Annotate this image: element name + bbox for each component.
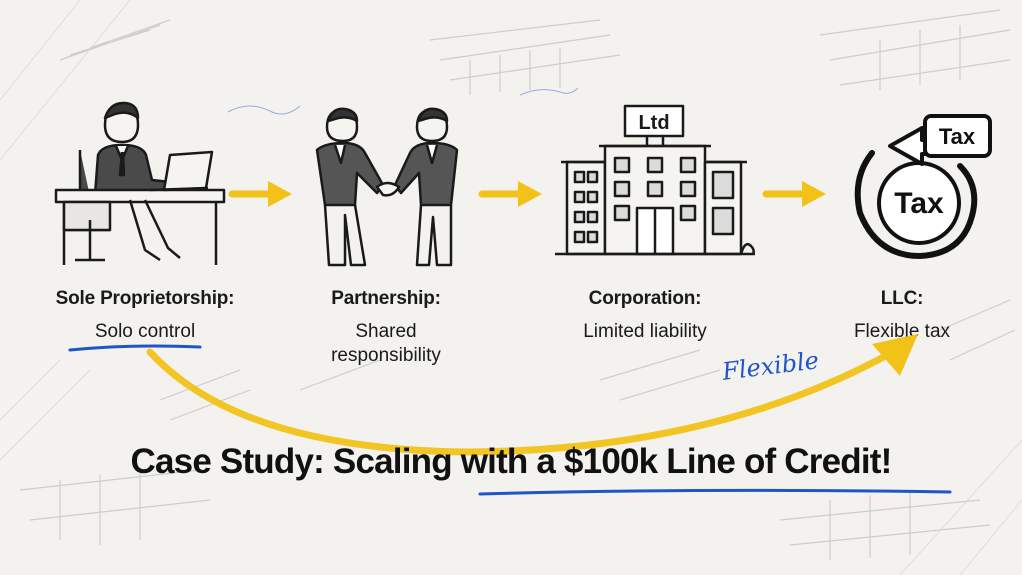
solo-control-underline bbox=[68, 344, 202, 352]
stage-partnership: Partnership: Shared responsibility bbox=[296, 288, 476, 368]
tax-cycle-icon: Tax Tax bbox=[854, 114, 992, 260]
stage-subtitle: Flexible tax bbox=[853, 321, 951, 342]
arrow-1 bbox=[228, 181, 292, 207]
stage-llc: LLC: Flexible tax bbox=[812, 288, 992, 344]
stage-title: Partnership: bbox=[331, 288, 441, 309]
handshake-icon bbox=[315, 107, 459, 267]
tax-main-text: Tax bbox=[894, 187, 944, 220]
arrow-3 bbox=[762, 181, 826, 207]
stage-title: Sole Proprietorship: bbox=[55, 288, 235, 309]
sweeping-arrowhead bbox=[872, 334, 918, 376]
stage-corporation: Corporation: Limited liability bbox=[555, 288, 735, 344]
arrow-2 bbox=[478, 181, 542, 207]
office-building-icon: Ltd bbox=[555, 104, 755, 256]
headline-underline bbox=[478, 488, 952, 496]
stage-subtitle: Shared responsibility bbox=[331, 321, 441, 366]
stage-sole-proprietorship: Sole Proprietorship: Solo control bbox=[40, 288, 250, 344]
stage-subtitle: Solo control bbox=[94, 321, 196, 342]
sweeping-arrow bbox=[146, 344, 904, 456]
stage-title: LLC: bbox=[880, 288, 924, 309]
tax-small-text: Tax bbox=[939, 124, 976, 149]
case-study-headline: Case Study: Scaling with a $100k Line of… bbox=[130, 442, 893, 481]
stage-title: Corporation: bbox=[588, 288, 702, 309]
person-at-desk-icon bbox=[54, 101, 226, 265]
building-sign-text: Ltd bbox=[638, 112, 669, 134]
stage-subtitle: Limited liability bbox=[583, 321, 707, 342]
